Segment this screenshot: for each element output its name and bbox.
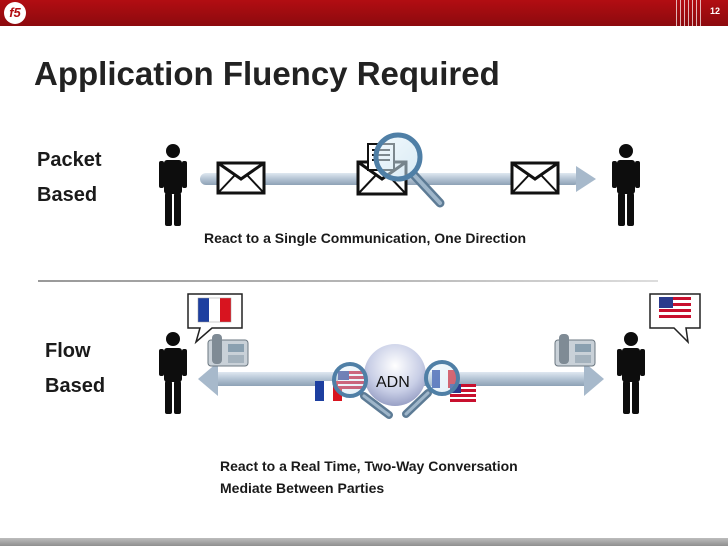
- section-divider: [38, 280, 658, 282]
- adn-label: ADN: [376, 374, 410, 391]
- page-title: Application Fluency Required: [34, 55, 500, 92]
- adn-node: [364, 344, 426, 406]
- phone-icon: [207, 334, 249, 367]
- phone-icon: [554, 334, 596, 367]
- slide-number: 12: [709, 6, 720, 16]
- person-icon: [617, 332, 645, 414]
- french-flag-icon: [197, 297, 232, 323]
- decorative-stripes: [676, 0, 704, 26]
- flow-caption-line1: React to a Real Time, Two-Way Conversati…: [220, 458, 518, 474]
- bottom-bar: [0, 538, 728, 546]
- envelope-icon: [216, 161, 266, 195]
- person-icon: [612, 144, 640, 226]
- packet-label: Packet Based: [37, 143, 102, 213]
- flow-caption-line2: Mediate Between Parties: [220, 480, 385, 496]
- person-icon: [159, 144, 187, 226]
- flow-label-line1: Flow: [45, 340, 91, 362]
- person-icon: [159, 332, 187, 414]
- magnifier-icon: [373, 132, 445, 208]
- packet-label-line2: Based: [37, 184, 98, 206]
- top-bar: f5 12: [0, 0, 728, 26]
- flow-label: Flow Based: [45, 334, 105, 404]
- envelope-icon: [510, 161, 560, 195]
- flow-label-line2: Based: [45, 375, 106, 397]
- f5-logo: f5: [4, 2, 26, 24]
- flow-caption: React to a Real Time, Two-Way Conversati…: [220, 455, 518, 499]
- magnifier-icon: [402, 360, 460, 418]
- packet-caption: React to a Single Communication, One Dir…: [204, 230, 527, 246]
- us-flag-icon: [659, 297, 691, 319]
- packet-label-line1: Packet: [37, 149, 102, 171]
- magnifier-icon: [332, 362, 393, 419]
